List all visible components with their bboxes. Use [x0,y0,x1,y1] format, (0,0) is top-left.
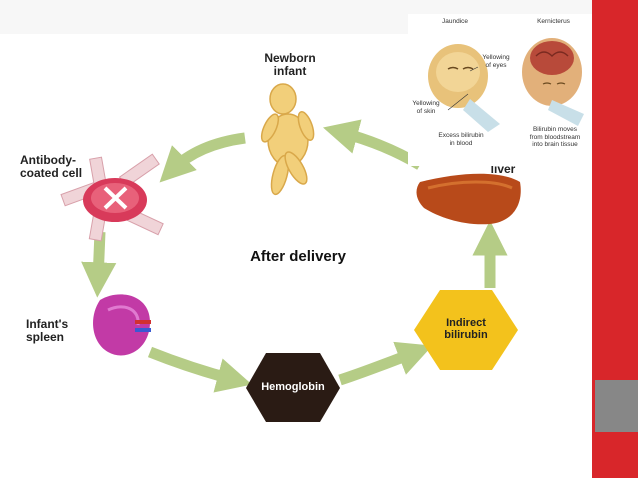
jaundice-baby-illustration [428,44,500,132]
antibody-cell-label: Antibody- coated cell [20,153,83,180]
newborn-infant-label: Newborn infant [264,51,316,78]
jaundice-title: Jaundice [441,18,469,25]
inset-illustrations [428,38,584,132]
bilirubin-moves-label: Bilirubin moves from bloodstream into br… [529,126,581,148]
jaundice-kernicterus-inset: Jaundice Kernicterus Yellowing of eyes Y… [408,14,592,166]
diagram-title: After delivery [250,248,346,265]
yellowing-skin-label: Yellowing of skin [412,100,440,115]
kernicterus-baby-illustration [522,38,584,126]
indirect-bilirubin-label: Indirect bilirubin [444,317,488,341]
arrow-hemoglobin-to-bilirubin [338,341,433,386]
grey-tab [595,380,638,432]
kernicterus-title: Kernicterus [537,18,570,25]
newborn-infant-illustration [260,83,315,196]
antibody-coated-cell-illustration [60,153,164,242]
excess-bilirubin-label: Excess bilirubin in blood [438,132,484,147]
indirect-bilirubin-hexagon [414,290,518,370]
arrow-infant-to-cell [159,132,246,183]
liver-illustration [416,173,521,225]
yellowing-eyes-label: Yellowing of eyes [482,54,510,69]
hemoglobin-label: Hemoglobin [261,381,325,393]
spleen-label: Infant's spleen [26,317,69,344]
arrow-spleen-to-hemoglobin [147,346,253,393]
spleen-illustration [93,294,151,356]
hemoglobin-hexagon [246,353,340,422]
